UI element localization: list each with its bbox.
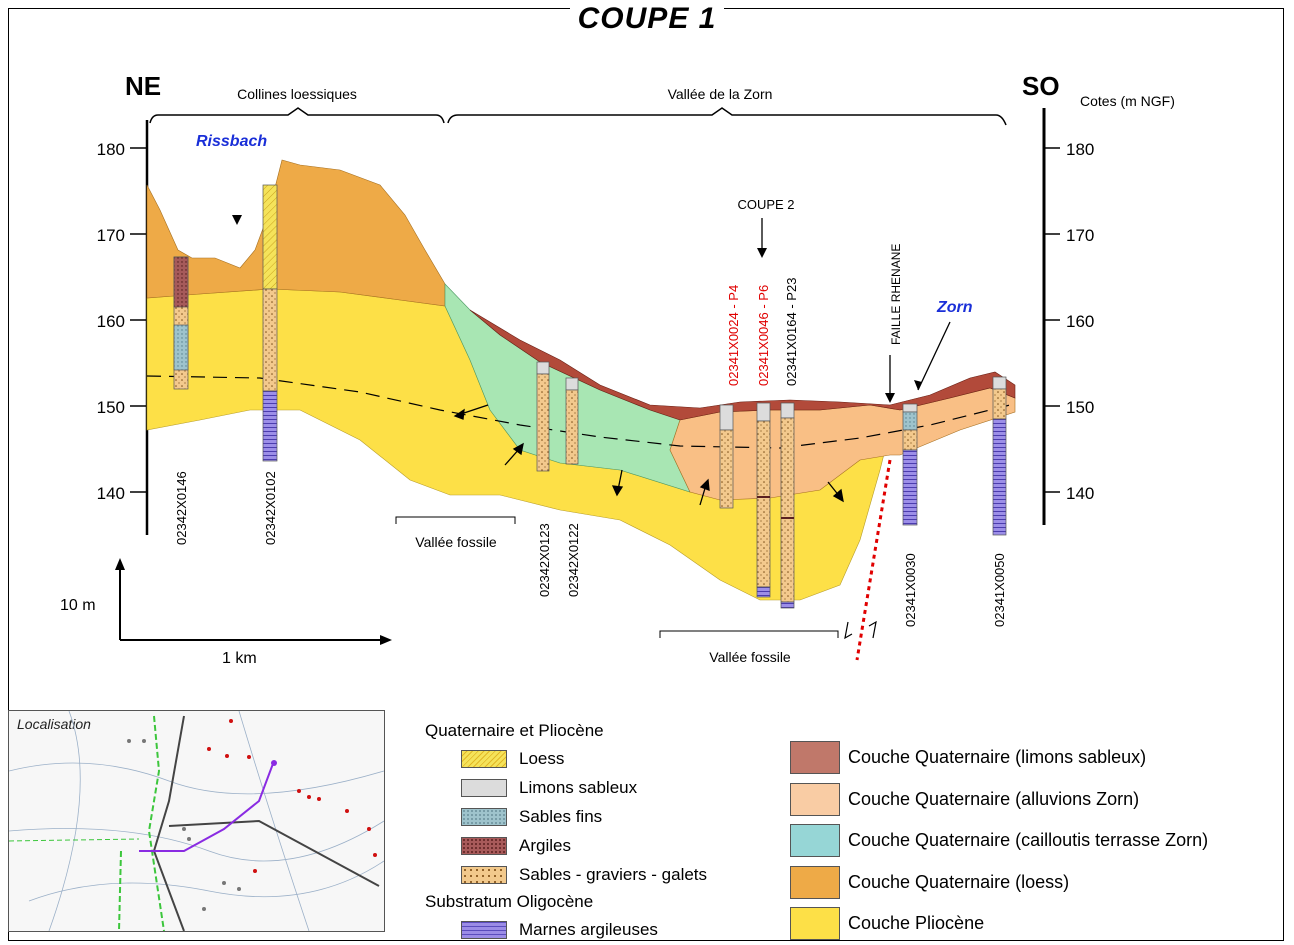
zorn-label: Zorn: [936, 299, 973, 316]
legend-item-limons: Limons sableux: [425, 773, 765, 802]
fossil-valley-label-1: Vallée fossile: [415, 534, 497, 550]
legend-item-sables-fins: Sables fins: [425, 802, 765, 831]
fossil-valley-brace-2: [659, 630, 839, 638]
water-table-line: [146, 375, 1011, 449]
fault-motion-arrows-icon: [844, 620, 877, 640]
figure-title: COUPE 1: [0, 2, 1294, 36]
fossil-valley-brace-1: [395, 516, 516, 524]
borehole-label-b123: 02342X0123: [537, 523, 552, 597]
layer-quaternaire-limons: [469, 309, 1016, 421]
borehole-label-p6: 02341X0046 - P6: [756, 285, 771, 386]
left-elevation-axis: 180 170 160 150 140: [97, 120, 149, 535]
borehole-b030: [902, 403, 918, 526]
elevation-unit-label: Cotes (m NGF): [1080, 93, 1175, 109]
borehole-b050: [992, 376, 1007, 536]
right-tick-150: 150: [1066, 398, 1094, 417]
legend-item-pliocene: Couche Pliocène: [790, 903, 1290, 945]
vallee-label: Vallée de la Zorn: [668, 86, 773, 102]
rissbach-marker-icon: [232, 215, 242, 225]
layer-quaternaire-loess: [146, 159, 446, 307]
vertical-scale-label: 10 m: [60, 597, 96, 614]
coupe2-label: COUPE 2: [737, 197, 794, 212]
layer-legend: Couche Quaternaire (limons sableux) Couc…: [790, 737, 1290, 945]
right-tick-170: 170: [1066, 226, 1094, 245]
geological-cross-section: NE SO Cotes (m NGF) Collines loessiques …: [60, 71, 1175, 667]
ne-label: NE: [125, 71, 161, 101]
legend-item-graviers: Sables - graviers - galets: [425, 860, 765, 889]
graviers-swatch: [461, 865, 507, 884]
legend-item-alluvions: Couche Quaternaire (alluvions Zorn): [790, 779, 1290, 821]
borehole-label-b050: 02341X0050: [992, 553, 1007, 627]
zorn-pointer-arrow-icon: [917, 321, 951, 391]
collines-brace: [149, 107, 445, 124]
marnes-swatch: [461, 920, 507, 939]
borehole-label-p23: 02341X0164 - P23: [784, 278, 799, 386]
borehole-b102: [262, 184, 278, 462]
legend-heading-quaternaire: Quaternaire et Pliocène: [425, 721, 604, 740]
borehole-label-b122: 02342X0122: [566, 523, 581, 597]
left-tick-180: 180: [97, 140, 125, 159]
alluvions-swatch: [790, 782, 840, 816]
left-tick-170: 170: [97, 226, 125, 245]
legend-item-marnes: Marnes argileuses: [425, 915, 765, 944]
borehole-b122: [565, 377, 579, 465]
loess-swatch: [461, 749, 507, 768]
right-tick-160: 160: [1066, 312, 1094, 331]
legend-item-argiles: Argiles: [425, 831, 765, 860]
borehole-p23: [780, 402, 795, 609]
right-tick-140: 140: [1066, 484, 1094, 503]
left-tick-140: 140: [97, 484, 125, 503]
pliocene-swatch: [790, 907, 840, 941]
borehole-label-b030: 02341X0030: [903, 553, 918, 627]
vallee-brace: [447, 107, 1007, 126]
borehole-p4: [719, 404, 734, 509]
right-tick-180: 180: [1066, 140, 1094, 159]
right-elevation-axis: 180 170 160 150 140: [1042, 108, 1094, 525]
horizontal-scale-label: 1 km: [222, 650, 257, 667]
fault-line: [855, 459, 892, 661]
borehole-b123: [536, 361, 550, 472]
borehole-p6: [756, 402, 771, 598]
legend-item-loess: Loess: [425, 744, 765, 773]
fossil-valley-label-2: Vallée fossile: [709, 649, 791, 665]
left-tick-160: 160: [97, 312, 125, 331]
borehole-legend: Quaternaire et Pliocène Loess Limons sab…: [425, 718, 765, 944]
cailloutis-swatch: [790, 824, 840, 858]
borehole-label-b102: 02342X0102: [263, 471, 278, 545]
limons-sableux-swatch: [790, 741, 840, 775]
flow-arrows: [453, 404, 844, 506]
legend-heading-substratum: Substratum Oligocène: [425, 892, 594, 911]
borehole-label-p4: 02341X0024 - P4: [726, 285, 741, 386]
legend-item-loess-layer: Couche Quaternaire (loess): [790, 862, 1290, 904]
left-tick-150: 150: [97, 398, 125, 417]
collines-label: Collines loessiques: [237, 86, 357, 102]
location-map: Localisation: [8, 710, 385, 932]
argiles-swatch: [461, 836, 507, 855]
faille-label: FAILLE RHENANE: [889, 244, 903, 345]
limons-swatch: [461, 778, 507, 797]
legend-item-limons-sableux: Couche Quaternaire (limons sableux): [790, 737, 1290, 779]
loess-layer-swatch: [790, 865, 840, 899]
scale-bar: 10 m 1 km: [60, 558, 392, 667]
so-label: SO: [1022, 71, 1060, 101]
rissbach-label: Rissbach: [196, 133, 267, 150]
legend-item-cailloutis: Couche Quaternaire (cailloutis terrasse …: [790, 820, 1290, 862]
location-map-title: Localisation: [17, 716, 91, 732]
borehole-label-b146: 02342X0146: [174, 471, 189, 545]
sables-fins-swatch: [461, 807, 507, 826]
borehole-b146: [173, 256, 189, 390]
